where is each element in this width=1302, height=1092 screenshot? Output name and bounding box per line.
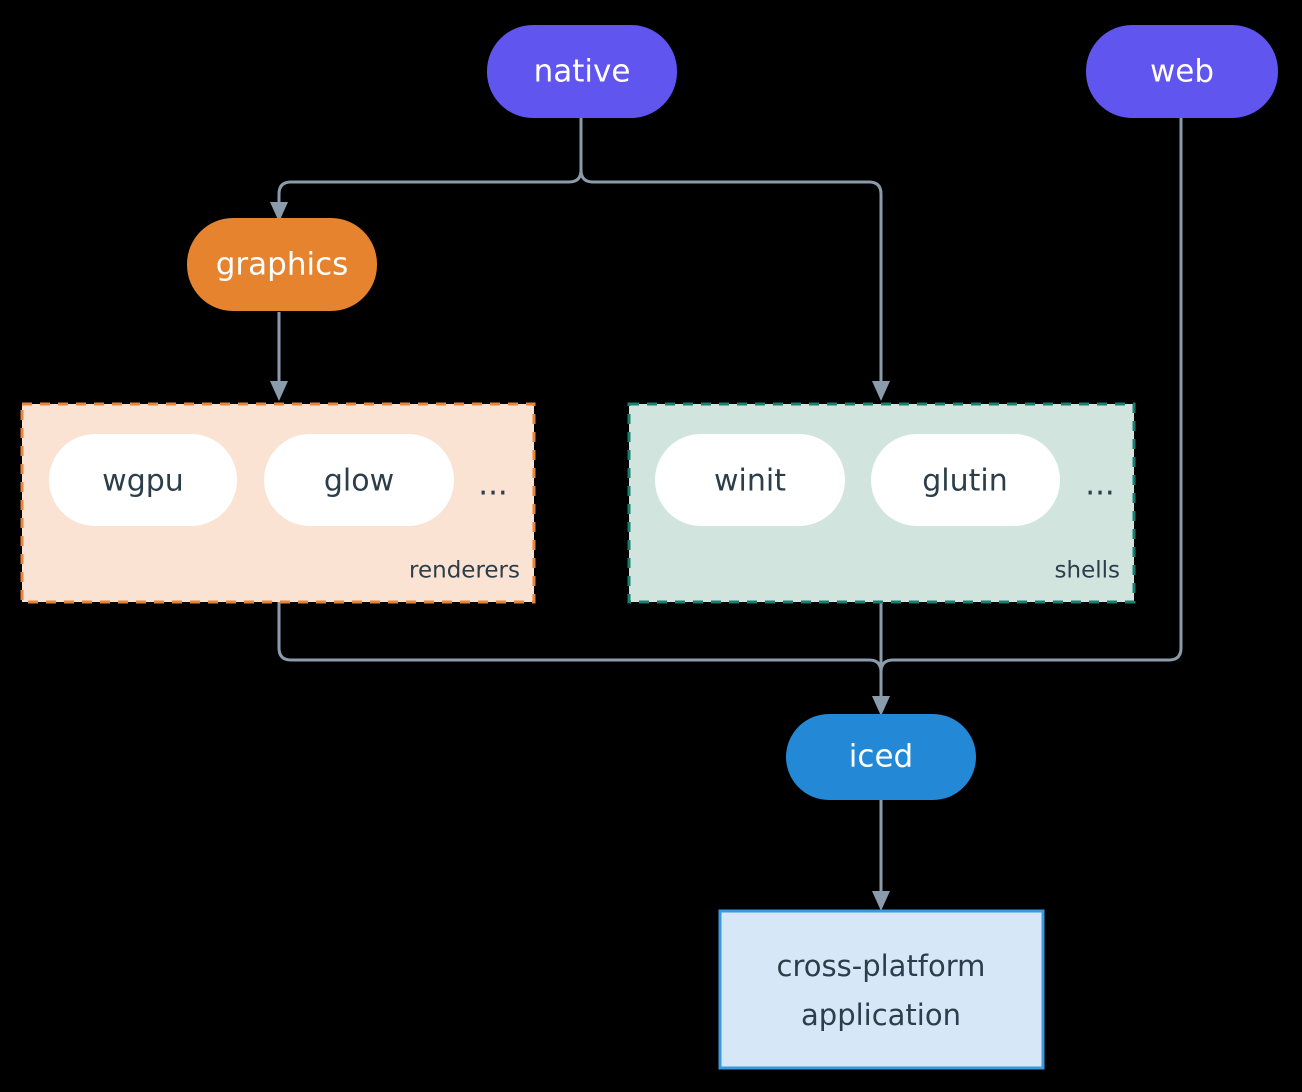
- arrowhead-native-to-graphics: [270, 202, 288, 222]
- arrowhead-graphics-to-renderers: [270, 381, 288, 401]
- edge-web-to-iced: [879, 118, 1183, 700]
- chip-winit-shape: [655, 434, 845, 526]
- group-shells[interactable]: winit glutin ... shells: [627, 402, 1136, 604]
- edge-renderers-to-iced: [277, 602, 883, 700]
- node-web-shape: [1086, 25, 1278, 118]
- chip-wgpu[interactable]: wgpu: [49, 434, 237, 526]
- chip-glutin[interactable]: glutin: [871, 434, 1060, 526]
- chip-glutin-shape: [871, 434, 1060, 526]
- edge-native-to-shells: [579, 169, 883, 385]
- arrowhead-iced-to-application: [872, 891, 890, 911]
- group-renderers[interactable]: wgpu glow ... renderers: [20, 402, 536, 604]
- edge-layer: [270, 118, 1183, 911]
- node-application-label-line-1: cross-platform: [777, 949, 986, 983]
- node-application-label-line-2: application: [801, 998, 961, 1032]
- node-native[interactable]: native: [487, 25, 677, 118]
- node-graphics-label: graphics: [216, 247, 349, 283]
- node-native-shape: [487, 25, 677, 118]
- arrowhead-native-to-shells: [872, 381, 890, 401]
- chip-glutin-label: glutin: [922, 464, 1008, 499]
- renderers-ellipsis: ...: [478, 467, 508, 503]
- chip-glow-label: glow: [324, 464, 394, 499]
- arrowhead-to-iced: [872, 696, 890, 716]
- node-graphics[interactable]: graphics: [187, 218, 377, 311]
- chip-winit[interactable]: winit: [655, 434, 845, 526]
- node-iced-label: iced: [849, 739, 913, 775]
- chip-wgpu-shape: [49, 434, 237, 526]
- node-application[interactable]: cross-platform application: [718, 909, 1045, 1070]
- chip-glow[interactable]: glow: [264, 434, 454, 526]
- shells-caption: shells: [1055, 558, 1120, 584]
- chip-winit-label: winit: [714, 464, 786, 499]
- node-application-shape: [718, 909, 1045, 1070]
- node-iced[interactable]: iced: [786, 714, 976, 800]
- chip-glow-shape: [264, 434, 454, 526]
- renderers-caption: renderers: [409, 558, 520, 584]
- node-web[interactable]: web: [1086, 25, 1278, 118]
- node-graphics-shape: [187, 218, 377, 311]
- chip-wgpu-label: wgpu: [102, 464, 184, 499]
- shells-ellipsis: ...: [1085, 467, 1115, 503]
- node-iced-shape: [786, 714, 976, 800]
- node-web-label: web: [1150, 54, 1214, 90]
- node-native-label: native: [534, 54, 631, 90]
- edge-native-split-bus: [277, 118, 583, 206]
